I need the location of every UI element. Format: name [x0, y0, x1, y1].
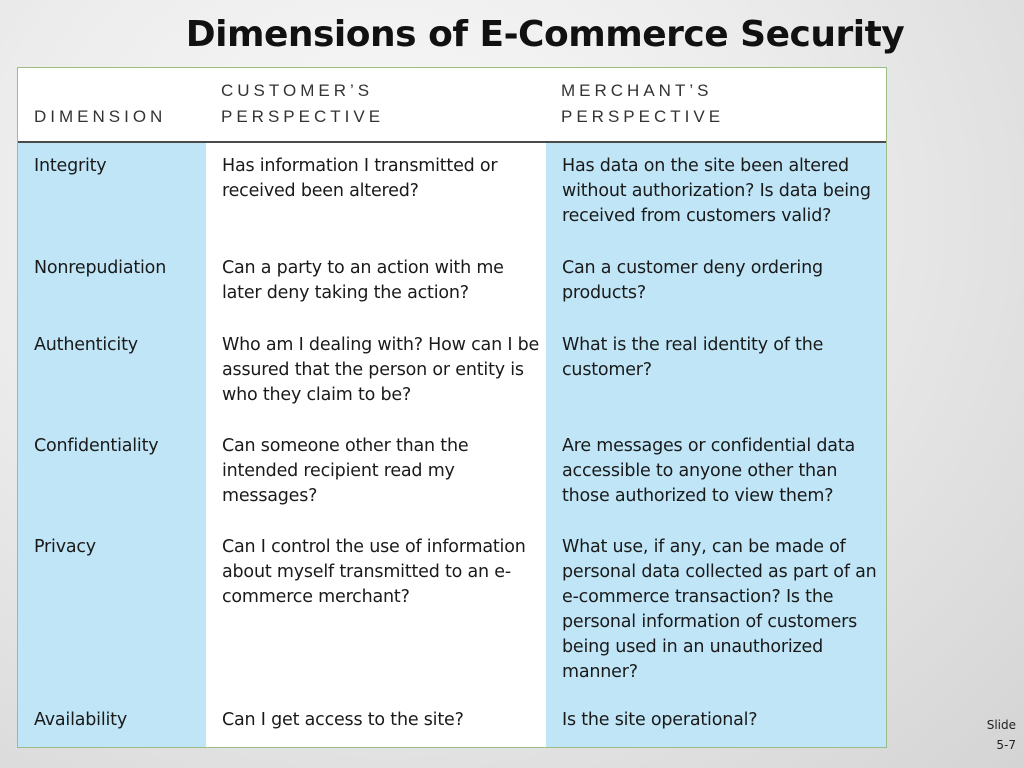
header-customer-perspective: CUSTOMER’S PERSPECTIVE	[221, 78, 384, 130]
merchant-column-background	[546, 143, 886, 747]
row-authenticity-customer: Who am I dealing with? How can I be assu…	[222, 335, 540, 405]
row-nonrepudiation-merchant: Can a customer deny ordering products?	[562, 258, 823, 303]
customer-column-background	[206, 143, 546, 747]
row-authenticity-dimension: Authenticity	[34, 335, 138, 355]
slide-number-value: 5-7	[996, 738, 1016, 752]
row-privacy-customer: Can I control the use of information abo…	[222, 537, 526, 607]
table-header: DIMENSION CUSTOMER’S PERSPECTIVE MERCHAN…	[18, 68, 886, 143]
row-confidentiality-merchant: Are messages or confidential data access…	[562, 436, 856, 506]
row-privacy-merchant: What use, if any, can be made of persona…	[562, 537, 877, 682]
slide-number-label: Slide	[986, 718, 1016, 732]
row-integrity-customer: Has information I transmitted or receive…	[222, 156, 498, 201]
header-merchant-line2: PERSPECTIVE	[561, 107, 725, 126]
header-customer-line1: CUSTOMER’S	[221, 81, 374, 100]
row-nonrepudiation-customer: Can a party to an action with me later d…	[222, 258, 504, 303]
row-availability-merchant: Is the site operational?	[562, 710, 758, 730]
row-privacy-dimension: Privacy	[34, 537, 96, 557]
row-confidentiality-customer: Can someone other than the intended reci…	[222, 436, 469, 506]
row-availability-customer: Can I get access to the site?	[222, 710, 464, 730]
security-dimensions-table: DIMENSION CUSTOMER’S PERSPECTIVE MERCHAN…	[17, 67, 887, 748]
slide-title: Dimensions of E-Commerce Security	[185, 14, 905, 55]
row-nonrepudiation-dimension: Nonrepudiation	[34, 258, 167, 278]
slide-number: Slide 5-7	[972, 715, 1016, 755]
row-authenticity-merchant: What is the real identity of the custome…	[562, 335, 824, 380]
row-integrity-dimension: Integrity	[34, 156, 107, 176]
header-customer-line2: PERSPECTIVE	[221, 107, 385, 126]
dimension-column-background	[18, 143, 206, 747]
header-merchant-perspective: MERCHANT’S PERSPECTIVE	[561, 78, 724, 130]
row-integrity-merchant: Has data on the site been altered withou…	[562, 156, 871, 226]
header-merchant-line1: MERCHANT’S	[561, 81, 713, 100]
header-dimension: DIMENSION	[34, 107, 167, 126]
row-availability-dimension: Availability	[34, 710, 127, 730]
row-confidentiality-dimension: Confidentiality	[34, 436, 159, 456]
